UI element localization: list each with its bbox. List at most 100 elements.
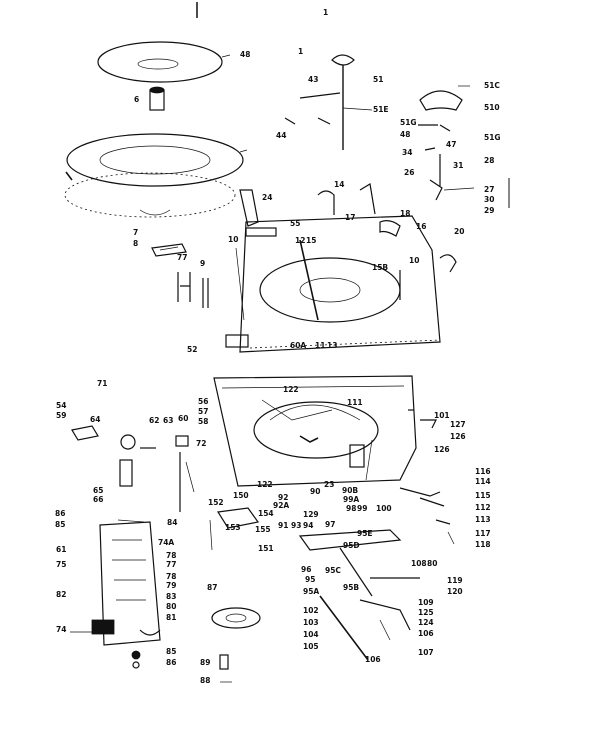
part-label: 77: [166, 560, 176, 569]
part-label: 29: [484, 206, 494, 215]
part-label: 78: [166, 551, 176, 560]
part-label: 91: [278, 521, 288, 530]
part-label: 106: [418, 629, 434, 638]
part-label: 103: [303, 618, 319, 627]
page-marker: 1: [323, 8, 328, 17]
platter-leader-2: [239, 149, 248, 153]
part-label: 47: [446, 140, 456, 149]
part-label: 15: [306, 236, 316, 245]
part-label: 52: [187, 345, 197, 354]
part-label: 79: [166, 581, 176, 590]
part-label: 99A: [343, 495, 359, 504]
turntable-platter-group: [64, 41, 248, 218]
part-label: 153: [225, 523, 241, 532]
part-label: 93: [291, 521, 301, 530]
part-label: 95C: [325, 566, 341, 575]
part-label: 102: [303, 606, 319, 615]
spindle-cap: [149, 86, 165, 94]
part-label: 125: [418, 608, 434, 617]
part-label: 26: [404, 168, 414, 177]
part-number-labels: 48 6 44 1 43 51 51E 51C 510 51G 48 51G 4…: [55, 47, 501, 685]
part-label: 31: [453, 161, 463, 170]
part-label: 96: [301, 565, 311, 574]
part-label: 155: [255, 525, 271, 534]
part-label: 11: [315, 341, 325, 350]
part-label: 151: [258, 544, 274, 553]
part-label: 72: [196, 439, 206, 448]
part-label: 122: [283, 385, 299, 394]
part-label: 74A: [158, 538, 174, 547]
part-label: 101: [434, 411, 450, 420]
platter-detail: [139, 209, 171, 216]
part-label: 54: [56, 401, 66, 410]
part-label: 15B: [372, 263, 388, 272]
part-label: 44: [276, 131, 286, 140]
center-lower-parts: [209, 507, 261, 683]
part-label: 66: [93, 495, 103, 504]
part-label: 115: [475, 491, 491, 500]
part-label: 12: [295, 236, 305, 245]
clip-9b: [202, 278, 209, 308]
platter-top-inner: [137, 58, 179, 70]
part-label: 27: [484, 185, 494, 194]
spindle-assembly: [284, 54, 373, 150]
part-label: 84: [167, 518, 177, 527]
part-label: 154: [258, 509, 274, 518]
part-label: 60: [178, 414, 188, 423]
part-label: 55: [290, 219, 300, 228]
part-label: 92: [278, 493, 288, 502]
part-label: 48: [400, 130, 410, 139]
part-label: 120: [447, 587, 463, 596]
part-label: 152: [208, 498, 224, 507]
part-label: 109: [418, 598, 434, 607]
part-label: 83: [166, 592, 176, 601]
right-side-parts: [399, 409, 455, 545]
part-label: 14: [334, 180, 344, 189]
part-label: 510: [484, 103, 500, 112]
part-label: 64: [90, 415, 100, 424]
part-label: 97: [325, 520, 335, 529]
part-label: 112: [475, 503, 491, 512]
part-label: 95D: [343, 541, 360, 550]
part-label: 118: [475, 540, 491, 549]
part-label: 106: [365, 655, 381, 664]
part-label: 114: [475, 477, 491, 486]
part-label: 126: [450, 432, 466, 441]
part-label: 78: [166, 572, 176, 581]
part-label: 9: [200, 259, 205, 268]
part-label: 95A: [303, 587, 319, 596]
part-label: 58: [198, 417, 208, 426]
part-label: 13: [327, 341, 337, 350]
platter-leader: [221, 54, 231, 58]
part-label: 43: [308, 75, 318, 84]
part-label: 126: [434, 445, 450, 454]
part-label: 95B: [343, 583, 359, 592]
part-label: 124: [418, 618, 434, 627]
part-label: 98: [346, 504, 356, 513]
part-label: 116: [475, 467, 491, 476]
part-label: 107: [418, 648, 434, 657]
part-label: 17: [345, 213, 355, 222]
clip-9: [177, 272, 191, 302]
platter-mat: [66, 133, 244, 187]
platter-top: [97, 41, 223, 83]
part-label: 51C: [484, 81, 500, 90]
chassis-label-plate: [225, 334, 249, 348]
part-label: 8: [133, 239, 138, 248]
part-label: 127: [450, 420, 466, 429]
part-label: 1: [298, 47, 303, 56]
part-label: 57: [198, 407, 208, 416]
part-label: 51E: [373, 105, 389, 114]
part-label: 71: [97, 379, 107, 388]
part-label: 61: [56, 545, 66, 554]
part-label: 86: [166, 658, 176, 667]
part-label: 86: [55, 509, 65, 518]
part-label: 60A: [290, 341, 306, 350]
part-label: 63: [163, 416, 173, 425]
part-label: 90B: [342, 486, 358, 495]
part-label: 90: [310, 487, 320, 496]
part-label: 113: [475, 515, 491, 524]
part-label: 119: [447, 576, 463, 585]
part-label: 6: [134, 95, 139, 104]
